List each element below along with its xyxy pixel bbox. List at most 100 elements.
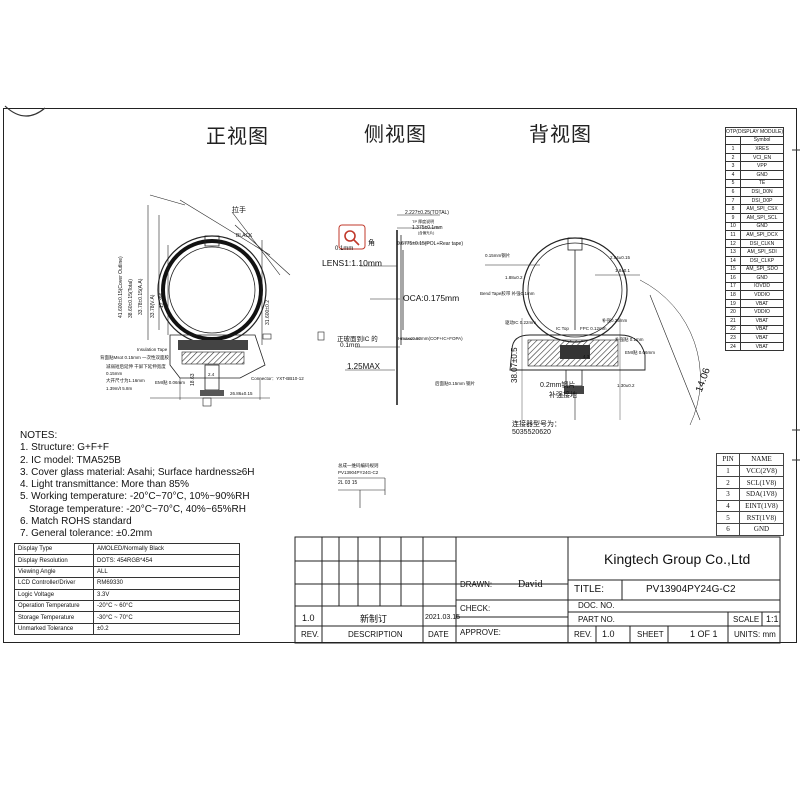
pin-number: 12: [725, 238, 741, 249]
tp-pin-number: 2: [716, 476, 740, 490]
stamp-line-1: 总成一维码编码规则: [338, 463, 379, 468]
total-height-dim: 41.600±0.15(Cover Outline): [118, 256, 124, 318]
doc-no-label: DOC. NO.: [578, 601, 615, 610]
spec-value: RM69330: [93, 577, 240, 590]
steel-2b-label: 补强接地: [549, 392, 577, 399]
spec-value: DOTS: 454RGB*454: [93, 554, 240, 567]
tp-pin-name: EINT(1V8): [739, 499, 784, 513]
col-desc-header: DESCRIPTION: [348, 630, 403, 639]
pin-symbol: GND: [739, 273, 785, 283]
front-note-1: 背面贴Msot 0.15mm 一次性双面胶: [100, 355, 170, 360]
pin-number: 14: [725, 255, 741, 266]
front-view: [147, 194, 325, 407]
notes-title: NOTES:: [20, 430, 58, 441]
note-line: 3. Cover glass material: Asahi; Surface …: [20, 466, 255, 478]
pin-number: 8: [725, 204, 741, 214]
back-view: [485, 237, 701, 426]
bend-tape-label: Bend Tape胶带 补强0.1mm: [480, 291, 535, 296]
pin-symbol: VCI_EN: [739, 152, 785, 163]
note-line: 5. Working temperature: -20°C~70°C, 10%~…: [20, 491, 250, 503]
ic-label: 驱动IC 0.22mm: [505, 320, 537, 325]
spec-value: -20°C ~ 60°C: [93, 599, 240, 613]
pin-symbol: VBAT: [739, 324, 785, 335]
black-label: BLACK: [236, 233, 253, 239]
pin-number: 2: [725, 152, 741, 163]
pin-symbol: VDDIO: [739, 307, 785, 318]
spec-value: AMOLED/Normally Black: [93, 542, 240, 556]
steel-label: 0.15mm钢片: [485, 253, 511, 258]
front-note-4: 大开尺寸为1.16mm: [106, 378, 145, 383]
tp-pin-number: 1: [716, 464, 740, 478]
back-dim-3: 1.8±0.1: [615, 268, 630, 273]
col-rev-header: REV.: [301, 630, 319, 639]
pin-number: 21: [725, 316, 741, 326]
spec-key: Operation Temperature: [14, 599, 94, 613]
tp-thickness: 1.375±0.1mm: [412, 225, 443, 231]
pin-number: 15: [725, 264, 741, 275]
table-row: Unmarked Tolerance±0.2: [14, 622, 240, 636]
spec-value: ALL: [93, 565, 240, 579]
side-view: [345, 214, 440, 405]
pin-number: 22: [725, 324, 741, 335]
outline-dim: 38.60±0.15(Total): [128, 279, 134, 318]
pin-length: 2.4: [208, 372, 215, 377]
pin-number: 10: [725, 221, 741, 232]
aa-width-dim: 33.78(V.A): [150, 294, 156, 318]
pin-number: 6: [725, 187, 741, 197]
tp-name-header: NAME: [739, 453, 784, 466]
tp-pin-name: SCL(1V8): [739, 476, 784, 490]
stiffener-label: 补强0.35mm: [602, 318, 628, 323]
drawn-label: DRAWN:: [460, 580, 493, 589]
spec-value: -30°C ~ 70°C: [93, 611, 240, 624]
pin-symbol: DSI_CLKP: [739, 255, 785, 266]
note-line: Storage temperature: -20°C~70°C, 40%~65%…: [29, 503, 247, 515]
drawing-title: PV13904PY24G-C2: [646, 584, 736, 595]
front-note-5: 1.39m/t 5.8m: [106, 386, 133, 391]
side-view-title: 侧视图: [364, 122, 427, 146]
revision-row-desc: 新制订: [360, 615, 388, 625]
spec-key: Unmarked Tolerance: [14, 622, 94, 636]
tp-pin-number: 5: [716, 511, 740, 525]
spec-key: Storage Temperature: [14, 611, 94, 624]
tp-pin-number: 6: [716, 523, 740, 536]
pin-symbol: XRES: [739, 144, 785, 154]
pin-number: 18: [725, 290, 741, 300]
connector-model: 5035520620: [512, 429, 551, 436]
pin-symbol: DSI_D0P: [739, 195, 785, 206]
pin-number: 1: [725, 144, 741, 154]
ic-width-dim: 4.3: [583, 354, 590, 359]
back-view-title: 背视图: [529, 122, 592, 146]
bottom-dim: 26.86±0.15: [230, 391, 253, 396]
sheet-value: 1 OF 1: [690, 629, 718, 639]
pin-number: 19: [725, 298, 741, 309]
front-note-3: 0.15mm: [106, 371, 123, 376]
side-note-1: 正玻面到IC 的: [337, 336, 378, 343]
tp-pin-number: 4: [716, 499, 740, 513]
pin-number: 11: [725, 230, 741, 240]
scale-label: SCALE: [733, 615, 760, 624]
pin-symbol: VDDIO: [739, 290, 785, 300]
stamp-graphic: [338, 477, 386, 508]
corner-arc: [4, 105, 46, 117]
ic-top-label: IC Top: [556, 326, 569, 331]
emi-label: EMI贴 0.06mm: [155, 380, 186, 385]
pin-symbol: AM_SPI_DCX: [739, 230, 785, 240]
connector-model-label: 连接器型号为：: [512, 421, 561, 428]
search-icon[interactable]: [338, 224, 366, 250]
